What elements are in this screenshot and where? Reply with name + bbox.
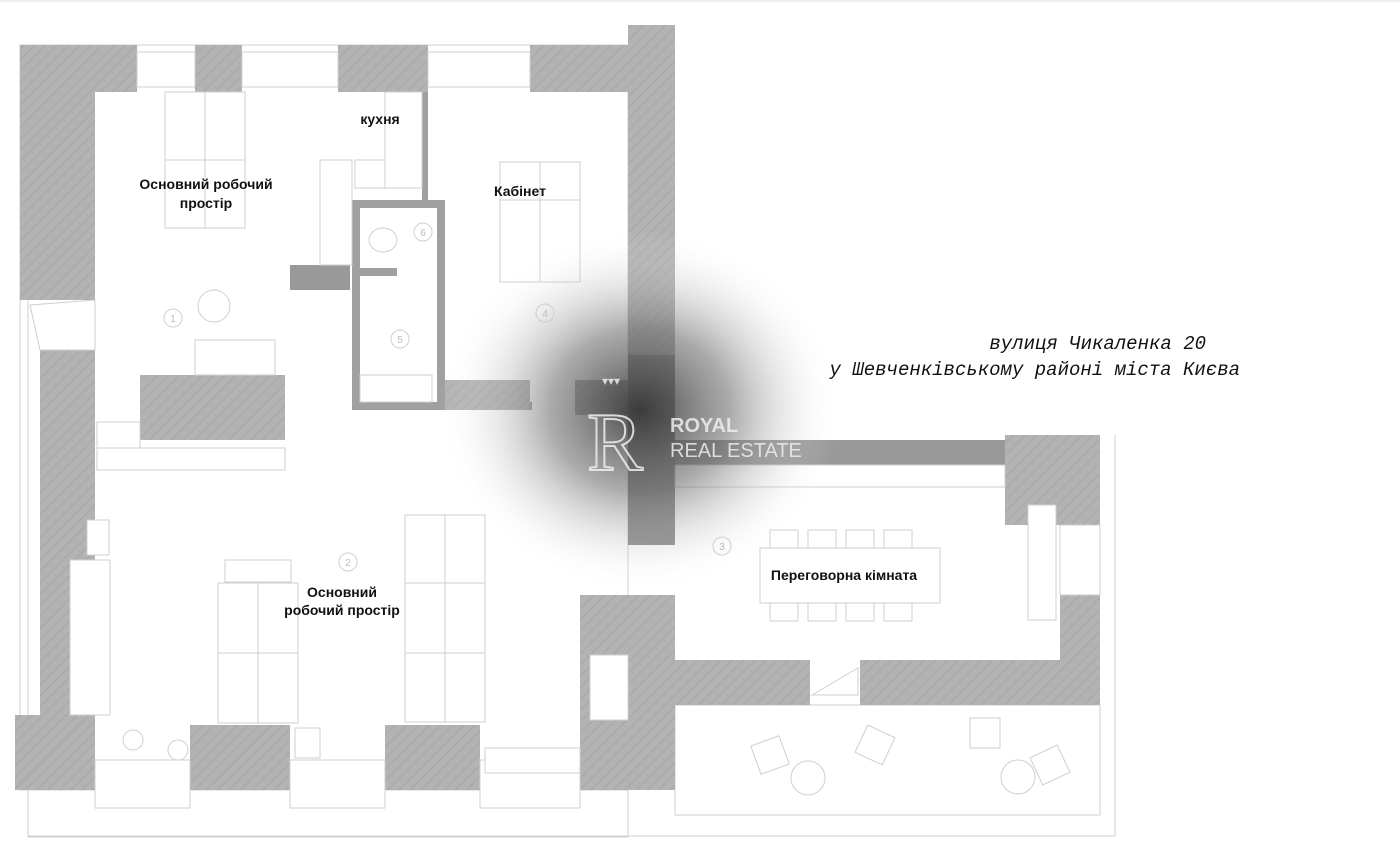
crown-icon: ▾▾▾ — [602, 374, 620, 388]
room-label-main-workspace-1: Основний робочий — [139, 176, 272, 192]
address-line-2: у Шевченківському районі міста Києва — [829, 359, 1240, 381]
room-label-meeting-room: Переговорна кімната — [771, 567, 917, 583]
room-number-1: 1 — [170, 314, 176, 325]
room-label-main-workspace-2-line2: робочий простір — [284, 602, 400, 618]
room-number-6: 6 — [420, 228, 426, 239]
room-label-main-workspace-1-line2: простір — [180, 195, 232, 211]
room-number-4: 4 — [542, 309, 548, 320]
room-number-3: 3 — [719, 542, 725, 553]
furniture — [29, 91, 1071, 796]
room-label-main-workspace-2: Основний — [307, 584, 377, 600]
logo-brand-line1: ROYAL — [670, 415, 738, 437]
logo-monogram: R — [587, 396, 643, 489]
room-number-5: 5 — [397, 335, 403, 346]
room-number-2: 2 — [345, 558, 351, 569]
logo-brand-line2: REAL ESTATE — [670, 440, 802, 462]
room-label-kitchen: кухня — [360, 111, 399, 127]
royal-real-estate-logo: ▾▾▾ R ROYAL REAL ESTATE — [586, 374, 802, 490]
room-numbers: 1 2 3 4 5 6 — [163, 222, 732, 572]
room-label-office: Кабінет — [494, 183, 546, 199]
address-line-1: вулиця Чикаленка 20 — [989, 333, 1206, 355]
